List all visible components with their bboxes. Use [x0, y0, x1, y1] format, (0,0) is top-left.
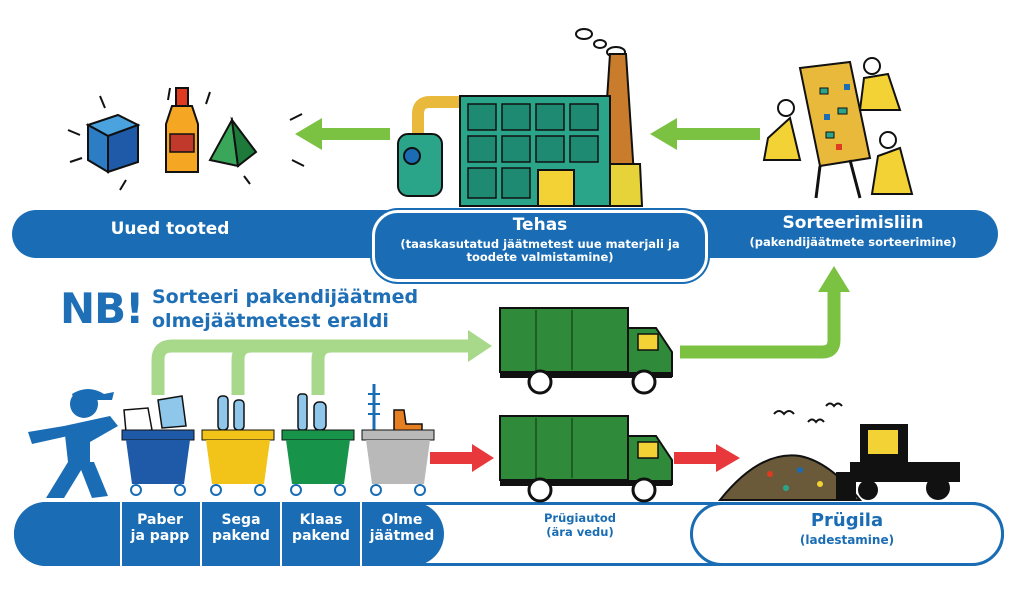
worker-icon [858, 57, 902, 111]
truck-icon [499, 307, 673, 395]
pyramid-icon [208, 116, 258, 168]
arrow-truck-to-landfill-red [674, 444, 740, 472]
divider [360, 502, 362, 566]
arrow-sorting-to-factory [650, 118, 760, 150]
arrow-bins-to-truck [151, 339, 468, 395]
bird-icon [773, 402, 843, 424]
factory-title: Tehas [512, 215, 568, 235]
arrow-factory-to-products [295, 118, 390, 150]
truck-icon [499, 415, 673, 503]
conveyor-icon [798, 60, 872, 199]
person-throwing-illustration [28, 389, 118, 498]
new-products-label: Uued tooted [110, 219, 230, 239]
plastic-bottles-icon [217, 395, 245, 431]
smoke-icon [575, 28, 626, 58]
glass-bottles-icon [297, 393, 327, 431]
arrow-head-to-truck [468, 330, 492, 362]
worker-icon [762, 99, 802, 161]
new-products-illustration [67, 87, 305, 191]
arrow-bin-to-truck-red [430, 444, 494, 472]
pipe-icon [412, 96, 470, 144]
bin-mixed-packaging [201, 429, 275, 496]
divider [280, 502, 282, 566]
person-icon [28, 389, 118, 498]
bin-mixed-waste [361, 429, 435, 496]
notice-prefix: NB! [60, 284, 144, 333]
trucks-label: Prügiautod(ära vedu) [543, 511, 617, 539]
arrow-truck-to-sorting [680, 266, 850, 359]
landfill-label: Prügila (ladestamine) [799, 510, 895, 547]
factory-label-box [372, 210, 708, 282]
bin-paper [121, 429, 195, 496]
sorting-line-illustration [762, 57, 914, 199]
factory-subtitle: (taaskasutatud jäätmetest uue materjali … [400, 237, 680, 265]
divider [120, 502, 122, 566]
truck-bottom [499, 415, 673, 503]
bins-illustration [121, 384, 435, 496]
worker-icon [870, 131, 914, 195]
bin-glass [281, 429, 355, 496]
sorting-line-subtitle: (pakendijäätmete sorteerimine) [749, 235, 957, 249]
paper-icon [123, 395, 187, 433]
divider [200, 502, 202, 566]
fish-boot-icon [368, 384, 423, 433]
landfill-label-box [690, 502, 1004, 566]
bulldozer-icon [836, 424, 960, 500]
tank-icon [397, 133, 443, 197]
notice-line2: olmejäätmetest eraldi [152, 310, 389, 332]
notice-line1: Sorteeri pakendijäätmed [152, 286, 419, 308]
truck-top [499, 307, 673, 395]
factory-building-icon [459, 95, 611, 207]
landfill-illustration [717, 402, 960, 501]
factory-illustration [397, 28, 644, 207]
cube-icon [85, 113, 141, 174]
sorting-line-title: Sorteerimisliin [782, 213, 924, 233]
bottle-icon [165, 87, 199, 173]
bottom-band-blue-section [14, 502, 444, 566]
